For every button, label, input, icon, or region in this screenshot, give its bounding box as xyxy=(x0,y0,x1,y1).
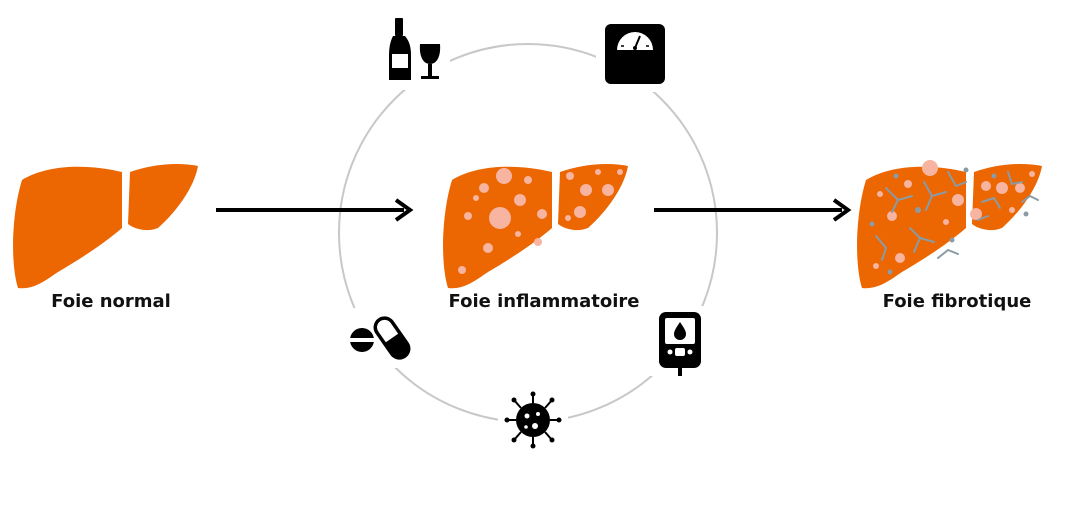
glucometer-icon xyxy=(659,312,701,376)
fibrotic-liver-label: Foie fibrotique xyxy=(883,291,1032,312)
progression-arrow-1 xyxy=(216,198,414,222)
inflamed-liver xyxy=(443,164,628,289)
normal-liver xyxy=(13,164,198,289)
progression-arrow-2 xyxy=(654,198,852,222)
normal-liver-label: Foie normal xyxy=(51,291,171,312)
virus-icon xyxy=(504,391,562,449)
fibrotic-liver xyxy=(857,160,1042,289)
inflamed-liver-label: Foie inflammatoire xyxy=(449,291,640,312)
scale-icon xyxy=(605,24,665,84)
alcohol-icon xyxy=(389,18,441,80)
medication-icon xyxy=(350,316,411,360)
